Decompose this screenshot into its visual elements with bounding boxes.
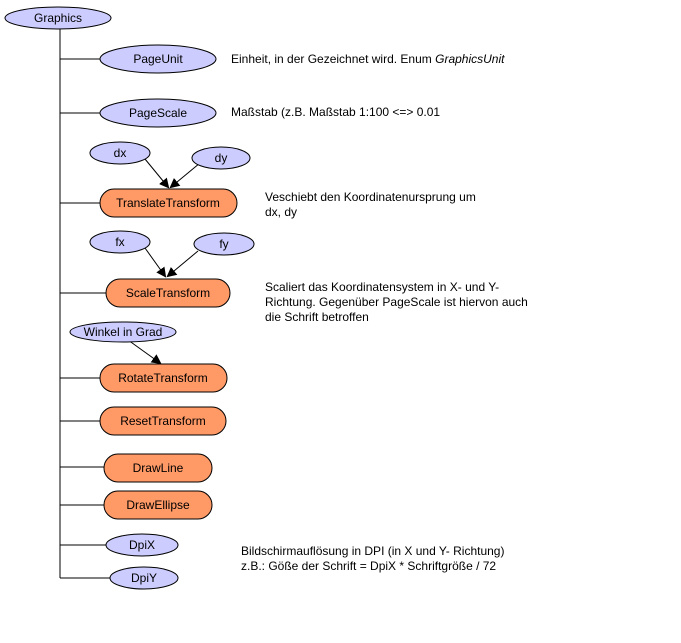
- scale-description-line3: die Schrift betroffen: [265, 310, 369, 324]
- drawline-label: DrawLine: [133, 461, 184, 475]
- resettransform-label: ResetTransform: [120, 414, 206, 428]
- fy-label: fy: [219, 237, 228, 251]
- pageunit-description-text: Einheit, in der Gezeichnet wird. Enum: [231, 52, 436, 66]
- pageunit-node: PageUnit: [99, 44, 217, 74]
- dpix-label: DpiX: [129, 538, 155, 552]
- translatetransform-node: TranslateTransform: [99, 188, 238, 218]
- tree-connectors: [59, 28, 110, 579]
- dy-label: dy: [215, 151, 228, 165]
- fx-label: fx: [115, 235, 124, 249]
- dx-label: dx: [114, 146, 127, 160]
- translate-description-line1: Veschiebt den Koordinatenursprung um: [265, 190, 476, 204]
- resettransform-node: ResetTransform: [99, 406, 227, 436]
- translate-description-line2: dx, dy: [265, 205, 298, 219]
- dy-node: dy: [191, 146, 251, 170]
- pagescale-description: Maßstab (z.B. Maßstab 1:100 <=> 0.01: [231, 105, 441, 119]
- dpiy-label: DpiY: [131, 571, 157, 585]
- drawellipse-label: DrawEllipse: [126, 498, 190, 512]
- fy-node: fy: [193, 232, 255, 256]
- graphicsunit-enum-name: GraphicsUnit: [435, 52, 505, 66]
- scaletransform-node: ScaleTransform: [105, 278, 231, 308]
- arrow-fy: [166, 250, 199, 278]
- pagescale-node: PageScale: [99, 98, 217, 128]
- rotatetransform-label: RotateTransform: [118, 371, 208, 385]
- arrow-fx: [144, 247, 167, 278]
- drawellipse-node: DrawEllipse: [103, 490, 213, 520]
- dx-node: dx: [89, 141, 151, 165]
- translatetransform-label: TranslateTransform: [116, 196, 220, 210]
- dpiy-node: DpiY: [109, 566, 179, 590]
- rotatetransform-node: RotateTransform: [99, 363, 228, 393]
- dpi-description-line1: Bildschirmauflösung in DPI (in X und Y- …: [241, 544, 505, 558]
- dpix-node: DpiX: [105, 533, 179, 557]
- pageunit-description: Einheit, in der Gezeichnet wird. Enum Gr…: [231, 52, 504, 67]
- arrow-dx: [144, 158, 170, 189]
- parameter-arrows: [127, 158, 201, 365]
- graphics-label: Graphics: [34, 11, 82, 25]
- arrow-winkel: [127, 339, 162, 365]
- winkel-node: Winkel in Grad: [69, 321, 177, 343]
- scale-description-line1: Scaliert das Koordinatensystem in X- und…: [265, 280, 500, 294]
- graphics-node: Graphics: [4, 6, 112, 30]
- drawline-node: DrawLine: [103, 453, 213, 483]
- arrow-dy: [169, 162, 201, 189]
- pagescale-label: PageScale: [129, 106, 187, 120]
- scale-description-line2: Richtung. Gegenüber PageScale ist hiervo…: [265, 295, 528, 309]
- winkel-label: Winkel in Grad: [84, 325, 163, 339]
- pageunit-label: PageUnit: [133, 52, 183, 66]
- fx-node: fx: [89, 230, 151, 254]
- dpi-description-line2: z.B.: Göße der Schrift = DpiX * Schriftg…: [241, 559, 497, 573]
- scaletransform-label: ScaleTransform: [126, 286, 210, 300]
